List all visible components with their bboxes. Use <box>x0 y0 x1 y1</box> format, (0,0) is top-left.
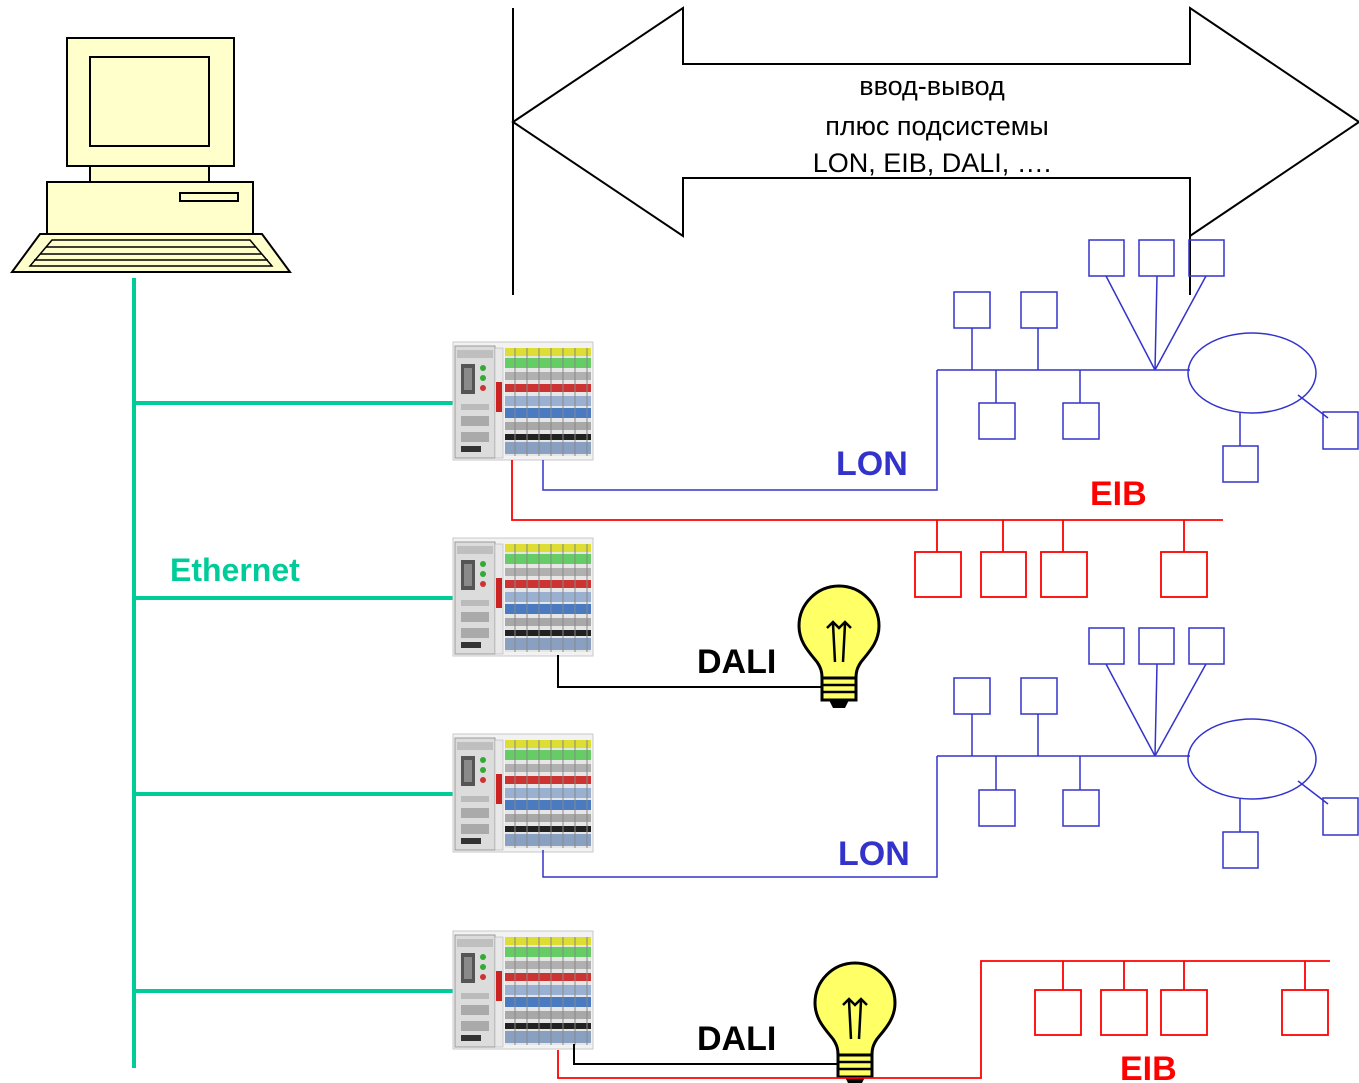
bus-controller-icon <box>452 341 594 461</box>
bus-controller-icon <box>452 930 594 1050</box>
light-bulb-icon <box>797 584 881 710</box>
eib-network-1 <box>511 460 1223 598</box>
bus-controller-icon <box>452 733 594 853</box>
arrow-text-line2: плюс подсистемы <box>825 111 1049 141</box>
lon-label: LON <box>838 835 910 873</box>
eib-label: EIB <box>1090 475 1147 513</box>
io-subsystems-arrow: ввод-вывод плюс подсистемы LON, EIB, DAL… <box>511 6 1359 295</box>
dali-label: DALI <box>697 1020 776 1058</box>
ethernet-network <box>132 278 454 1068</box>
eib-label: EIB <box>1120 1050 1177 1083</box>
lon-network-2 <box>542 627 1359 878</box>
lon-label: LON <box>836 445 908 483</box>
arrow-text-line1: ввод-вывод <box>859 71 1005 101</box>
dali-line-2 <box>573 1044 845 1065</box>
ethernet-label: Ethernet <box>170 552 300 588</box>
arrow-text-line3: LON, EIB, DALI, …. <box>813 148 1052 178</box>
dali-label: DALI <box>697 643 776 681</box>
lon-network-1 <box>542 239 1359 491</box>
bus-controller-icon <box>452 537 594 657</box>
computer-icon <box>10 37 292 273</box>
dali-line-1 <box>557 655 845 688</box>
eib-network-2 <box>557 960 1330 1079</box>
